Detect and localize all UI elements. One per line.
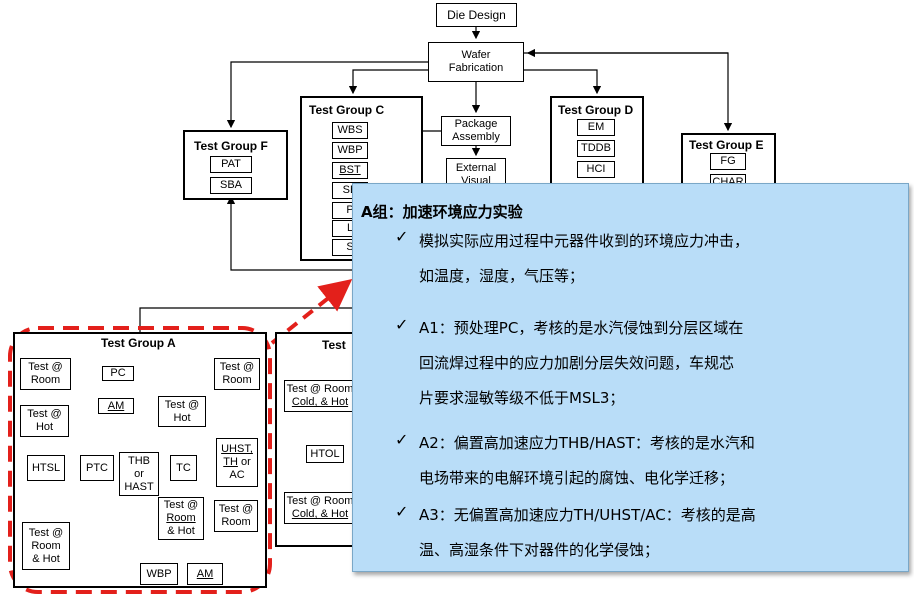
node-uhst: UHST, TH or AC	[216, 438, 258, 487]
node-test-room-cold-hot-2: Test @ Room Cold, & Hot	[284, 492, 356, 524]
callout-panel: A组：加速环境应力实验 ✓ 模拟实际应用过程中元器件收到的环境应力冲击， 如温度…	[352, 183, 909, 572]
node-test-room-right: Test @ Room	[214, 358, 260, 390]
callout-title: A组：加速环境应力实验	[361, 203, 523, 221]
node-wbp: WBP	[140, 563, 178, 585]
node-test-hot-left: Test @ Hot	[20, 405, 69, 437]
node-thb-hast: THB or HAST	[119, 452, 159, 496]
highlight-frame	[8, 326, 272, 594]
group-b-title: Test	[322, 338, 346, 352]
group-d-item: HCI	[577, 161, 615, 178]
group-d-item: EM	[577, 119, 615, 136]
group-e-title: Test Group E	[689, 138, 764, 152]
node-test-room-hot-bottom: Test @ Room & Hot	[22, 522, 70, 570]
node-tc: TC	[170, 455, 197, 481]
check-icon: ✓	[395, 227, 409, 246]
callout-item: A1：预处理PC，考核的是水汽侵蚀到分层区域在 回流焊过程中的应力加剧分层失效问…	[419, 319, 744, 407]
group-f-item: SBA	[210, 177, 252, 194]
die-design-box: Die Design	[436, 3, 517, 27]
pkg-line1: Package	[454, 118, 498, 130]
node-test-room-cold-hot-1: Test @ Room Cold, & Hot	[284, 380, 356, 412]
group-c-item: WBP	[332, 142, 368, 159]
group-c-item: BST	[332, 162, 368, 179]
node-htol: HTOL	[306, 445, 344, 463]
ext-line1: External	[455, 162, 497, 174]
check-icon: ✓	[395, 502, 409, 521]
group-f-item: PAT	[210, 156, 252, 173]
group-d-title: Test Group D	[558, 103, 634, 117]
node-test-hot-middle: Test @ Hot	[158, 396, 206, 427]
wafer-fab-line1: Wafer	[461, 49, 491, 61]
group-c-item: WBS	[332, 122, 368, 139]
wafer-fabrication-box: Wafer Fabrication	[428, 42, 524, 82]
wafer-fab-line2: Fabrication	[448, 62, 504, 74]
group-f-title: Test Group F	[194, 139, 268, 153]
callout-item: 模拟实际应用过程中元器件收到的环境应力冲击， 如温度，湿度，气压等；	[419, 232, 750, 285]
group-e-item: FG	[710, 153, 746, 170]
node-am-top: AM	[98, 398, 134, 414]
group-a-title: Test Group A	[101, 336, 176, 350]
node-ptc: PTC	[80, 455, 114, 481]
package-assembly-box: Package Assembly	[441, 116, 511, 146]
pkg-line2: Assembly	[452, 131, 500, 143]
group-c-title: Test Group C	[309, 103, 385, 117]
group-d-item: TDDB	[577, 140, 615, 157]
highlight-arrow	[270, 279, 353, 345]
node-am-bottom: AM	[187, 563, 223, 585]
check-icon: ✓	[395, 430, 409, 449]
callout-item: A2：偏置高加速应力THB/HAST：考核的是水汽和 电场带来的电解环境引起的腐…	[419, 434, 755, 487]
node-htsl: HTSL	[27, 455, 65, 481]
callout-item: A3：无偏置高加速应力TH/UHST/AC：考核的是高 温、高湿条件下对器件的化…	[419, 506, 756, 559]
node-test-room-uhst: Test @ Room	[214, 500, 258, 532]
node-pc: PC	[102, 366, 134, 381]
node-test-room-hot-tc: Test @ Room & Hot	[158, 497, 204, 540]
node-test-room: Test @ Room	[20, 358, 71, 390]
check-icon: ✓	[395, 315, 409, 334]
